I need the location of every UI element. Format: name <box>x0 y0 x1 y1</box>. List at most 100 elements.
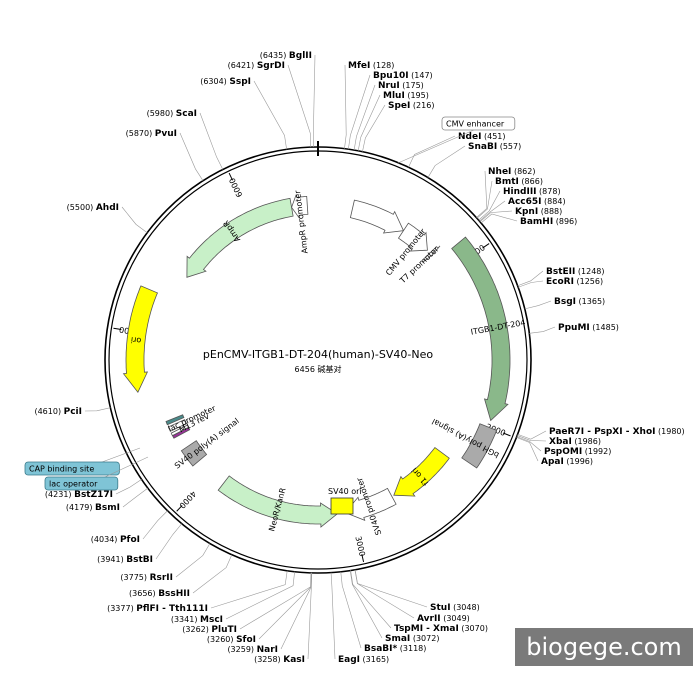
site-label: (4179) BsmI <box>66 503 120 513</box>
site-leader <box>344 64 347 149</box>
site-label: EagI (3165) <box>338 655 389 665</box>
site-position: (3941) <box>97 555 126 564</box>
site-position: (5980) <box>147 109 176 118</box>
site-position: (866) <box>519 177 543 186</box>
site-position: (3775) <box>120 573 149 582</box>
site-name: NheI <box>488 167 511 177</box>
site-leader <box>340 571 362 649</box>
site-position: (6435) <box>260 51 289 60</box>
feature-cmv-enhancer <box>349 199 405 234</box>
site-name: BsaBI* <box>364 644 397 654</box>
site-name: Bpu10I <box>373 71 409 81</box>
site-leader <box>362 104 386 152</box>
sv40-ori-block <box>330 497 354 515</box>
site-label: ApaI (1996) <box>541 457 593 467</box>
site-position: (896) <box>553 217 577 226</box>
feature-sv40-polya <box>180 440 208 467</box>
site-name: PvuI <box>155 129 177 139</box>
site-label: NheI (862) <box>488 167 535 177</box>
site-label: SnaBI (557) <box>468 142 521 152</box>
site-position: (557) <box>497 142 521 151</box>
site-name: BstEII <box>546 267 575 277</box>
site-label: Bpu10I (147) <box>373 71 433 81</box>
site-name: Acc65I <box>508 197 542 207</box>
callout-text: CMV enhancer <box>446 120 505 129</box>
site-leader <box>179 132 204 181</box>
site-leader <box>330 572 336 660</box>
site-name: SmaI <box>385 634 410 644</box>
site-name: TspMI - XmaI <box>394 624 459 634</box>
feature-ori <box>122 285 159 393</box>
site-name: KasI <box>283 655 305 665</box>
site-position: (1248) <box>575 267 604 276</box>
site-name: MluI <box>383 91 405 101</box>
site-name: StuI <box>430 603 451 613</box>
tick-mark <box>361 554 365 563</box>
site-leader <box>427 145 466 178</box>
site-position: (878) <box>537 187 561 196</box>
site-name: SpeI <box>388 101 410 111</box>
site-label: MfeI (128) <box>348 61 394 71</box>
site-leader <box>476 180 493 219</box>
feature-label-ori: ori <box>130 335 141 345</box>
sv40-ori-label: SV40 ori <box>328 487 362 496</box>
site-position: (5870) <box>126 129 155 138</box>
site-label: KpnI (888) <box>515 207 562 217</box>
site-leader <box>478 190 501 221</box>
feature-m13-rev <box>170 424 189 437</box>
site-name: SnaBI <box>468 142 497 152</box>
site-leader <box>479 210 513 222</box>
site-position: (1485) <box>590 323 619 332</box>
site-label: TspMI - XmaI (3070) <box>394 624 488 634</box>
site-name: KpnI <box>515 207 538 217</box>
site-leader <box>517 435 547 442</box>
site-position: (6304) <box>200 77 229 86</box>
site-label: EcoRI (1256) <box>546 277 603 287</box>
site-position: (147) <box>409 71 433 80</box>
site-name: BsmI <box>95 503 120 513</box>
site-label: SpeI (216) <box>388 101 434 111</box>
site-name: SgrDI <box>257 61 285 71</box>
site-name: PciI <box>64 407 82 417</box>
site-leader <box>350 570 392 629</box>
site-name: AhdI <box>96 203 119 213</box>
callout-text: CAP binding site <box>29 465 94 474</box>
site-name: PspOMI <box>544 447 582 457</box>
site-label: BstEII (1248) <box>546 267 605 277</box>
site-position: (1365) <box>576 297 605 306</box>
site-leader <box>516 436 542 452</box>
site-label: BsaBI* (3118) <box>364 644 426 654</box>
site-label: BsgI (1365) <box>554 297 605 307</box>
feature-itgb1-dt-204 <box>451 236 511 422</box>
site-label: (4034) PfoI <box>91 535 140 545</box>
site-leader <box>408 135 456 168</box>
site-name: BglII <box>289 51 312 61</box>
site-label: (6421) SgrDI <box>228 61 285 71</box>
site-label: (5500) AhdI <box>67 203 119 213</box>
site-label: BamHI (896) <box>520 217 577 227</box>
site-leader-group <box>84 54 556 660</box>
feature-t7-promoter <box>422 245 441 263</box>
site-position: (6421) <box>228 61 257 70</box>
site-label: (5980) ScaI <box>147 109 197 119</box>
site-label: (3775) RsrII <box>120 573 173 583</box>
site-name: PaeR7I - PspXI - XhoI <box>549 427 655 437</box>
site-position: (3258) <box>254 655 283 664</box>
site-label: (6435) BglII <box>260 51 312 61</box>
site-position: (3656) <box>129 589 158 598</box>
site-position: (1996) <box>564 457 593 466</box>
site-leader <box>121 206 148 233</box>
tick-mark <box>176 505 183 512</box>
site-position: (1256) <box>574 277 603 286</box>
site-position: (3341) <box>171 615 200 624</box>
site-leader <box>354 569 415 619</box>
site-position: (3072) <box>410 634 439 643</box>
callout-box <box>44 476 119 491</box>
site-leader <box>210 570 288 609</box>
site-label: BmtI (866) <box>495 177 543 187</box>
site-leader <box>280 572 312 650</box>
site-position: (3262) <box>182 625 211 634</box>
site-leader <box>142 510 168 540</box>
